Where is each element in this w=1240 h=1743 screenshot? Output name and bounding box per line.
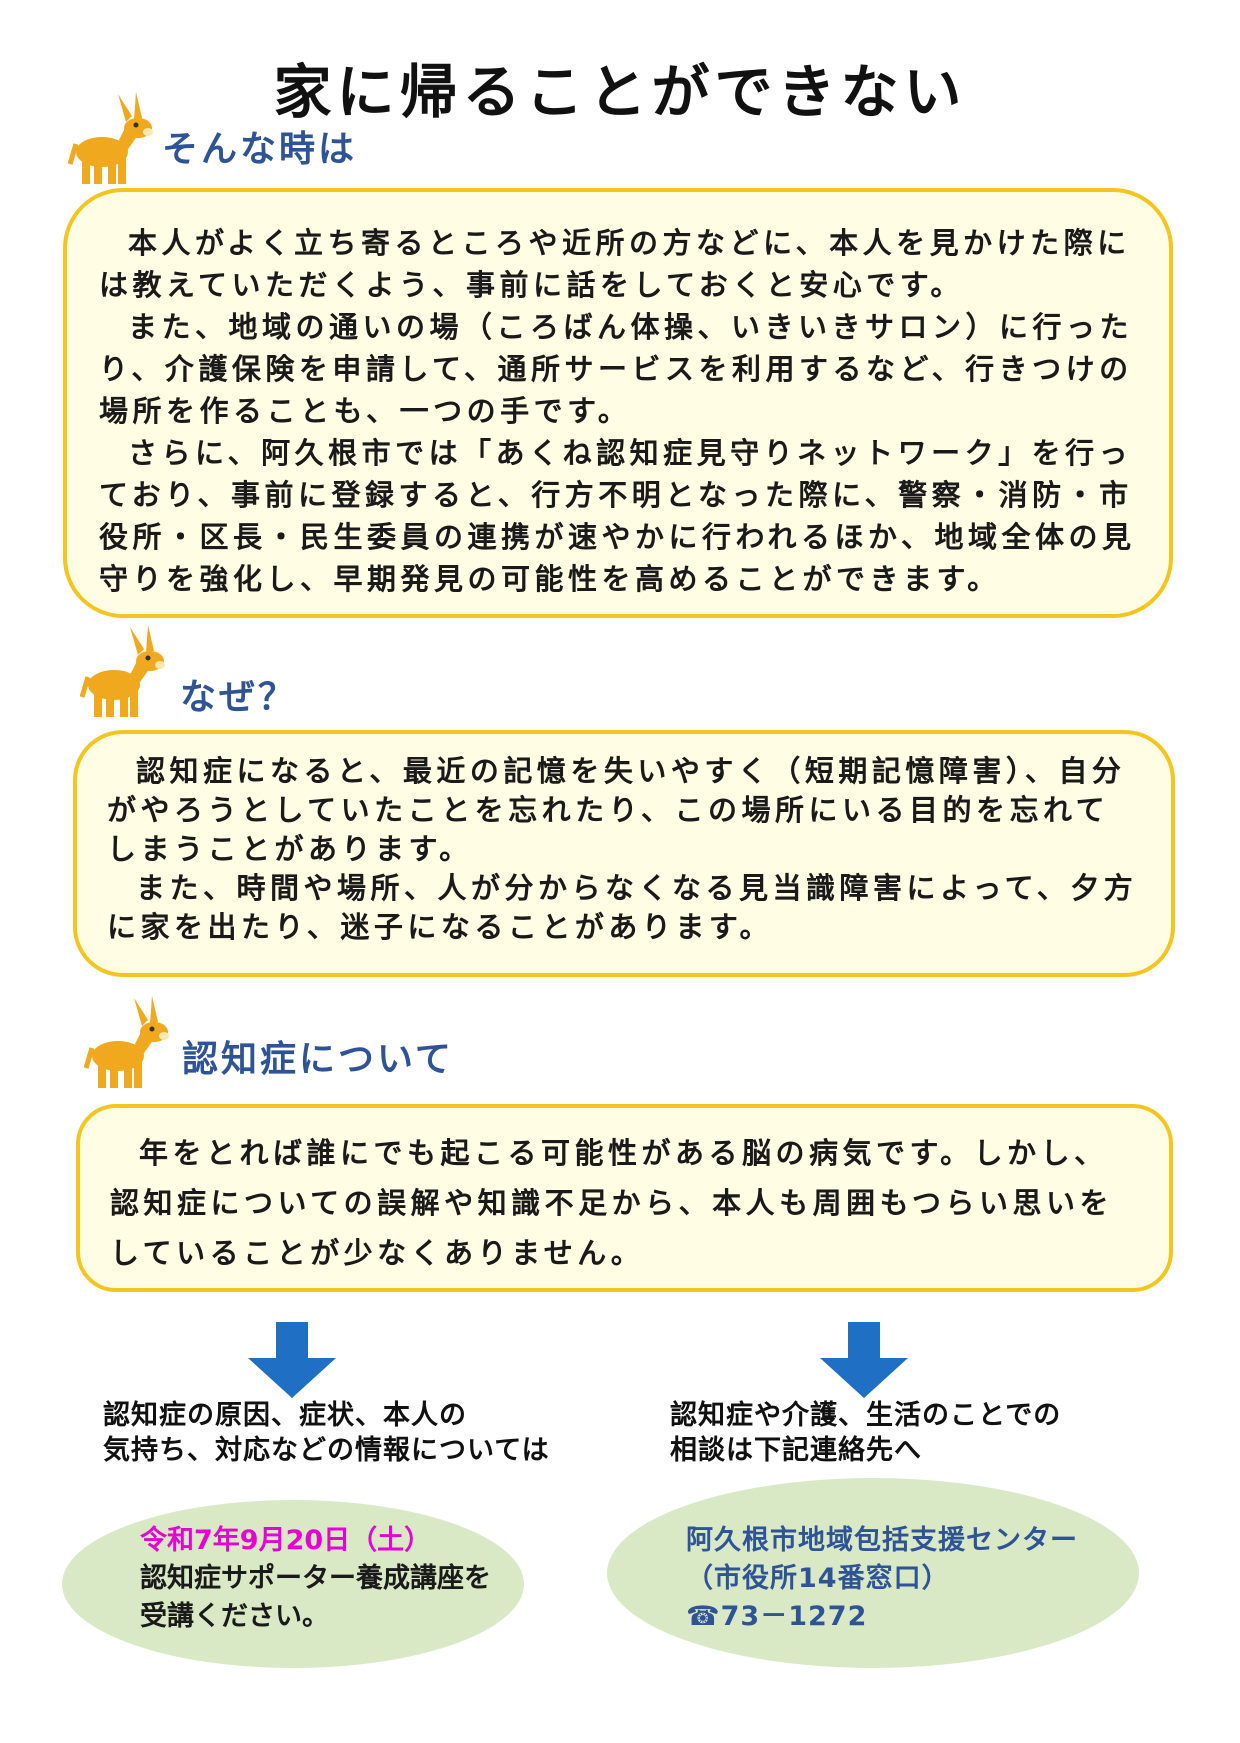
contact-ellipse xyxy=(607,1478,1139,1668)
course-line: 受講ください。 xyxy=(140,1601,329,1632)
course-line: 認知症サポーター養成講座を xyxy=(140,1563,491,1594)
note-line: 相談は下記連絡先へ xyxy=(670,1435,922,1466)
donkey-icon xyxy=(80,625,165,717)
section-heading: 認知症について xyxy=(182,1039,454,1080)
paragraph: 認知症になると、最近の記憶を失いやすく（短期記憶障害）、自分がやろうとしていたこ… xyxy=(107,754,1126,866)
contact-info: 阿久根市地域包括支援センター （市役所14番窓口） ☎73－1272 xyxy=(686,1522,1078,1636)
down-arrow-icon xyxy=(248,1322,336,1398)
note-line: 認知症や介護、生活のことでの xyxy=(670,1400,1062,1431)
paragraph: さらに、阿久根市では「あくね認知症見守りネットワーク」を行っており、事前に登録す… xyxy=(99,436,1136,596)
course-date: 令和7年9月20日（土） xyxy=(140,1525,432,1556)
note-line: 認知症の原因、症状、本人の xyxy=(103,1400,467,1431)
down-arrow-icon xyxy=(820,1322,908,1398)
paragraph: 年をとれば誰にでも起こる可能性がある脳の病気です。しかし、認知症についての誤解や… xyxy=(110,1136,1113,1270)
right-note: 認知症や介護、生活のことでの 相談は下記連絡先へ xyxy=(670,1398,1061,1468)
donkey-icon xyxy=(68,92,153,184)
paragraph: また、地域の通いの場（ころばん体操、いきいきサロン）に行ったり、介護保険を申請し… xyxy=(99,310,1134,428)
paragraph: また、時間や場所、人が分からなくなる見当識障害によって、夕方に家を出たり、迷子に… xyxy=(107,871,1138,944)
donkey-icon xyxy=(84,996,169,1088)
info-box: 本人がよく立ち寄るところや近所の方などに、本人を見かけた際には教えていただくよう… xyxy=(63,188,1173,618)
page-title: 家に帰ることができない xyxy=(273,58,967,126)
info-box: 認知症になると、最近の記憶を失いやすく（短期記憶障害）、自分がやろうとしていたこ… xyxy=(73,730,1175,977)
section-heading: そんな時は xyxy=(162,129,358,170)
section-heading: なぜ？ xyxy=(180,677,298,718)
course-ellipse xyxy=(62,1500,524,1668)
note-line: 気持ち、対応などの情報については xyxy=(103,1435,550,1466)
contact-window: （市役所14番窓口） xyxy=(686,1563,950,1594)
paragraph: 本人がよく立ち寄るところや近所の方などに、本人を見かけた際には教えていただくよう… xyxy=(99,226,1131,302)
left-note: 認知症の原因、症状、本人の 気持ち、対応などの情報については xyxy=(103,1398,550,1468)
course-info: 令和7年9月20日（土） 認知症サポーター養成講座を 受講ください。 xyxy=(140,1522,491,1636)
info-box: 年をとれば誰にでも起こる可能性がある脳の病気です。しかし、認知症についての誤解や… xyxy=(76,1104,1173,1292)
contact-name: 阿久根市地域包括支援センター xyxy=(686,1525,1078,1556)
contact-phone: ☎73－1272 xyxy=(686,1601,868,1632)
